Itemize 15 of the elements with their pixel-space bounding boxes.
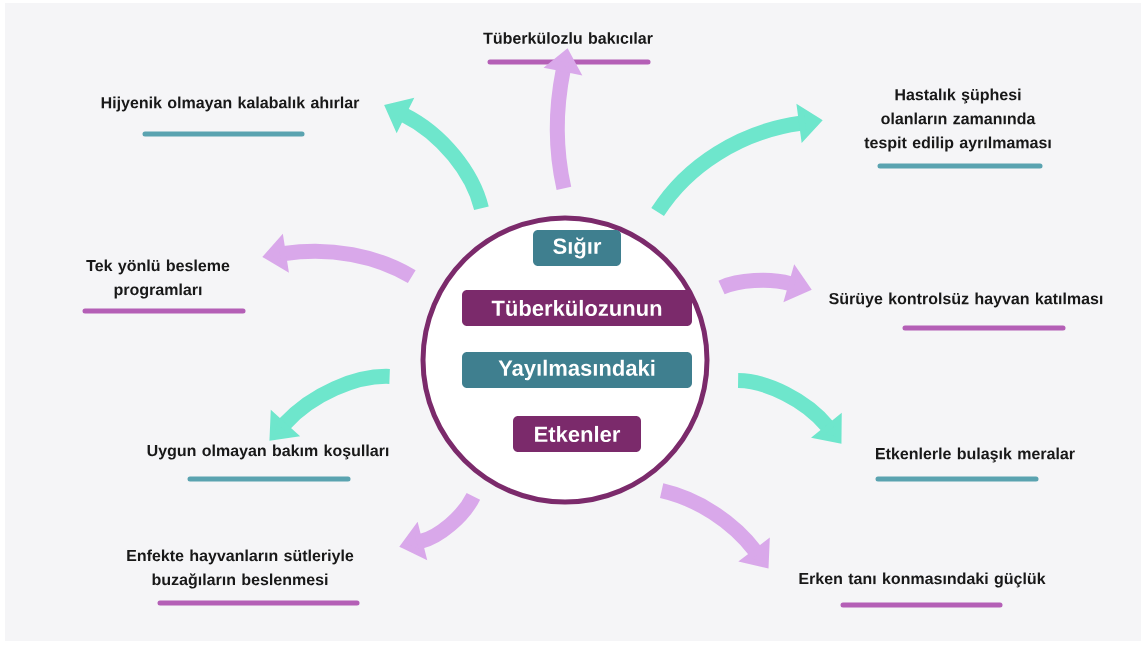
factor-text: Etkenlerle bulaşık meralar bbox=[876, 447, 1075, 463]
title-band: Yayılmasındaki bbox=[462, 352, 692, 388]
factor-text: Hastalık şüphesi olanların zamanında tespit edilip ayrılmaması bbox=[864, 88, 1051, 152]
curved-arrow bbox=[269, 368, 390, 441]
title-band: Tüberkülozunun bbox=[462, 290, 692, 326]
title-band: Etkenler bbox=[513, 416, 641, 452]
factor-text: Enfekte hayvanların sütleriyle buzağıların beslenmesi bbox=[127, 549, 354, 589]
factor-text: Hijyenik olmayan kalabalık ahırlar bbox=[101, 96, 360, 112]
factor-text: Erken tanı konmasındaki güçlük bbox=[799, 572, 1046, 588]
factor-text: Sürüye kontrolsüz hayvan katılması bbox=[829, 292, 1103, 308]
factor-text: Tek yönlü besleme programları bbox=[86, 259, 230, 299]
curved-arrow bbox=[737, 373, 842, 444]
factor-text: Uygun olmayan bakım koşulları bbox=[147, 444, 389, 460]
factor-text: Tüberkülozlu bakıcılar bbox=[483, 32, 653, 44]
title-band: Sığır bbox=[533, 230, 621, 266]
